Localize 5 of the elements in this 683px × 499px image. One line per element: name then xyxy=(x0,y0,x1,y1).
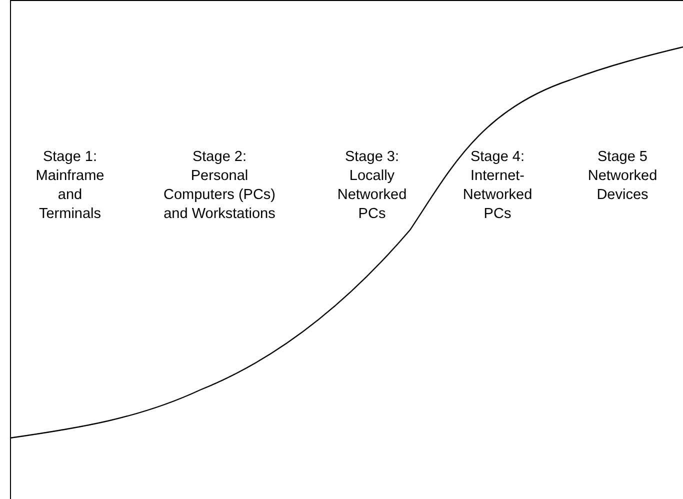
stage-label: Stage 1: Mainframe and Terminals xyxy=(34,148,106,224)
stage-label: Stage 2: Personal Computers (PCs) and Workstations xyxy=(162,148,276,224)
stage-label: Stage 3: Locally Networked PCs xyxy=(336,148,408,224)
stage-label: Stage 4: Internet-Networked PCs xyxy=(462,148,534,224)
stage-label: Stage 5 Networked Devices xyxy=(586,148,658,205)
